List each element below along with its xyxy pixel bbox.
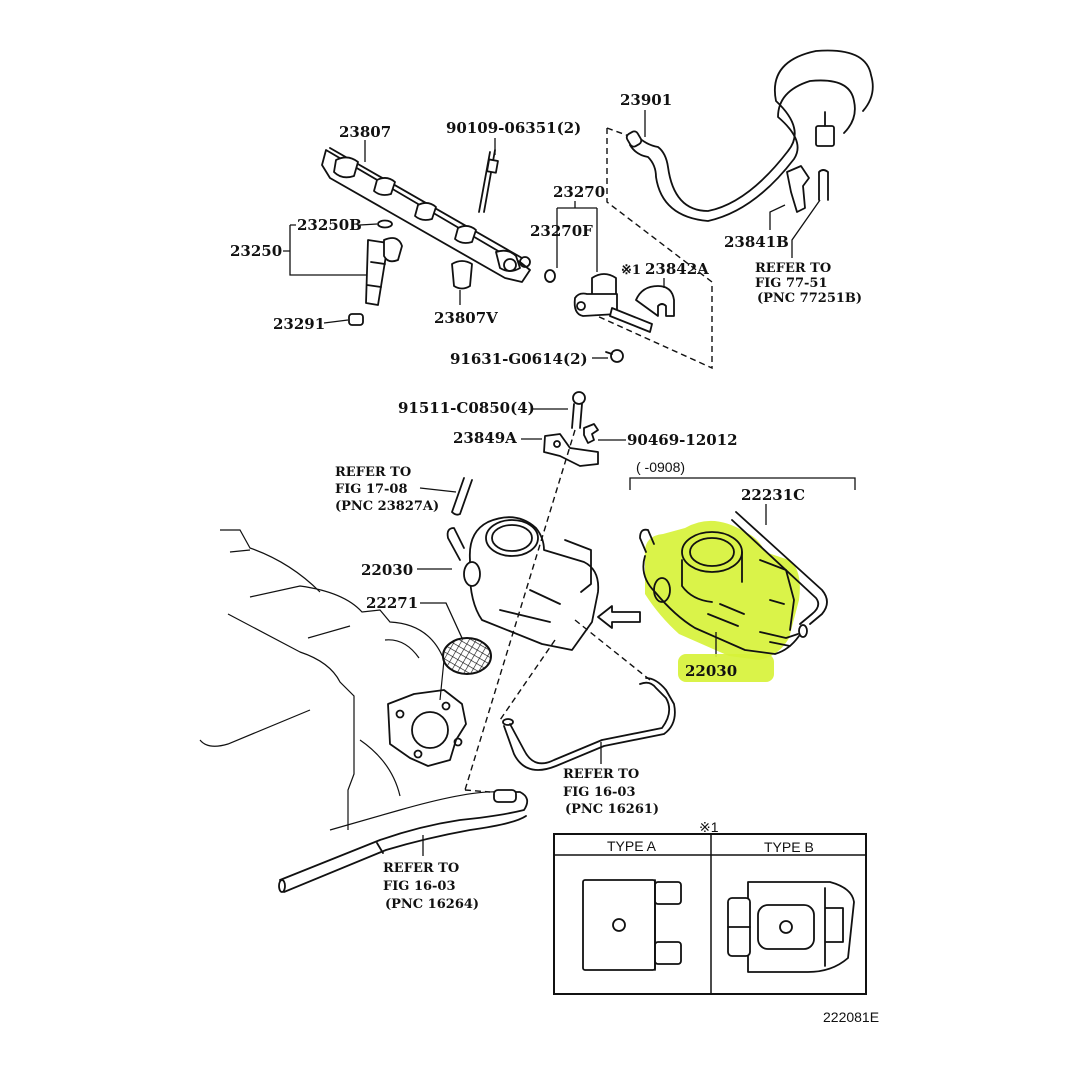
hose-22231c[interactable] bbox=[731, 511, 828, 638]
callout-23807: 23807 bbox=[339, 123, 391, 141]
throttle-body-22030-old[interactable] bbox=[446, 516, 600, 651]
bracket-23849a[interactable] bbox=[543, 433, 599, 467]
callout-22231c: 22231C bbox=[741, 486, 805, 504]
replacement-arrow-icon bbox=[597, 605, 641, 629]
hose-fig16-16264 bbox=[278, 789, 529, 893]
hose-end-fig77 bbox=[818, 169, 829, 201]
type-table-mark: ※1 bbox=[699, 819, 719, 835]
ref-fig77-line1: REFER TO bbox=[755, 261, 831, 276]
ref-fig16a-line2: FIG 16-03 bbox=[563, 785, 636, 800]
ref-fig16a-line1: REFER TO bbox=[563, 767, 639, 782]
ref-fig17-line1: REFER TO bbox=[335, 465, 411, 480]
callout-23901: 23901 bbox=[620, 91, 672, 109]
date-range-label: ( -0908) bbox=[636, 459, 685, 475]
o-ring-23270f[interactable] bbox=[544, 269, 556, 283]
callout-22030-left: 22030 bbox=[361, 561, 413, 579]
clamp-23842a[interactable] bbox=[635, 285, 675, 317]
clamp-type-a bbox=[582, 879, 682, 971]
callout-23841b: 23841B bbox=[724, 233, 789, 251]
callout-23291: 23291 bbox=[273, 315, 325, 333]
figure-code: 222081E bbox=[823, 1009, 879, 1025]
callout-23250: 23250 bbox=[230, 242, 282, 260]
ref-fig17-line3: (PNC 23827A) bbox=[335, 499, 439, 514]
hose-fig17 bbox=[451, 477, 473, 516]
callout-90109-06351: 90109-06351(2) bbox=[446, 119, 581, 137]
ref-fig16b-line3: (PNC 16264) bbox=[385, 897, 479, 912]
bolt-91631[interactable] bbox=[605, 349, 624, 363]
callout-22030-highlighted: 22030 bbox=[685, 662, 737, 680]
intake-manifold-outline bbox=[199, 529, 501, 831]
insulator-23807v[interactable] bbox=[451, 260, 473, 290]
ref-fig16a-line3: (PNC 16261) bbox=[565, 802, 659, 817]
callout-23849a: 23849A bbox=[453, 429, 517, 447]
ref-fig77-line3: (PNC 77251B) bbox=[757, 291, 862, 306]
ref-fig16b-line1: REFER TO bbox=[383, 861, 459, 876]
manifold-flange-gasket bbox=[387, 689, 467, 767]
type-b-header: TYPE B bbox=[764, 839, 814, 855]
callout-90469-12012: 90469-12012 bbox=[627, 431, 738, 449]
bolt-91511[interactable] bbox=[571, 391, 586, 429]
gasket-22271[interactable] bbox=[442, 637, 492, 675]
clamp-type-b bbox=[727, 881, 855, 973]
ref-fig77-line2: FIG 77-51 bbox=[755, 276, 828, 291]
throttle-body-22030-highlighted[interactable] bbox=[639, 520, 800, 660]
callout-23270: 23270 bbox=[553, 183, 605, 201]
callout-91631-g0614: 91631-G0614(2) bbox=[450, 350, 588, 368]
connector-23901-end[interactable] bbox=[815, 111, 835, 147]
fuel-hose-23901[interactable] bbox=[625, 49, 874, 222]
type-comparison-table: ※1 TYPE A TYPE B bbox=[553, 819, 867, 995]
type-a-header: TYPE A bbox=[607, 838, 657, 854]
callout-22271: 22271 bbox=[366, 594, 418, 612]
callout-22030-highlight-marker bbox=[678, 654, 774, 682]
o-ring-23250b[interactable] bbox=[377, 219, 393, 229]
callout-23250b: 23250B bbox=[297, 216, 362, 234]
callout-23270f: 23270F bbox=[530, 222, 593, 240]
bolt-90109[interactable] bbox=[478, 149, 499, 213]
clip-90469[interactable] bbox=[583, 423, 599, 444]
callout-23842a: 23842A bbox=[645, 260, 709, 278]
clip-23841b[interactable] bbox=[786, 165, 810, 213]
callout-23807v: 23807V bbox=[434, 309, 498, 327]
injector-23250[interactable] bbox=[365, 237, 403, 306]
pressure-regulator-23270[interactable] bbox=[573, 273, 653, 333]
callout-91511-c0850: 91511-C0850(4) bbox=[398, 399, 535, 417]
callout-23842a-mark: ※1 bbox=[621, 263, 641, 278]
fuel-rail-23807[interactable] bbox=[321, 147, 531, 283]
cap-23291[interactable] bbox=[348, 313, 364, 326]
hose-fig16-16261 bbox=[502, 677, 676, 771]
ref-fig17-line2: FIG 17-08 bbox=[335, 482, 408, 497]
ref-fig16b-line2: FIG 16-03 bbox=[383, 879, 456, 894]
